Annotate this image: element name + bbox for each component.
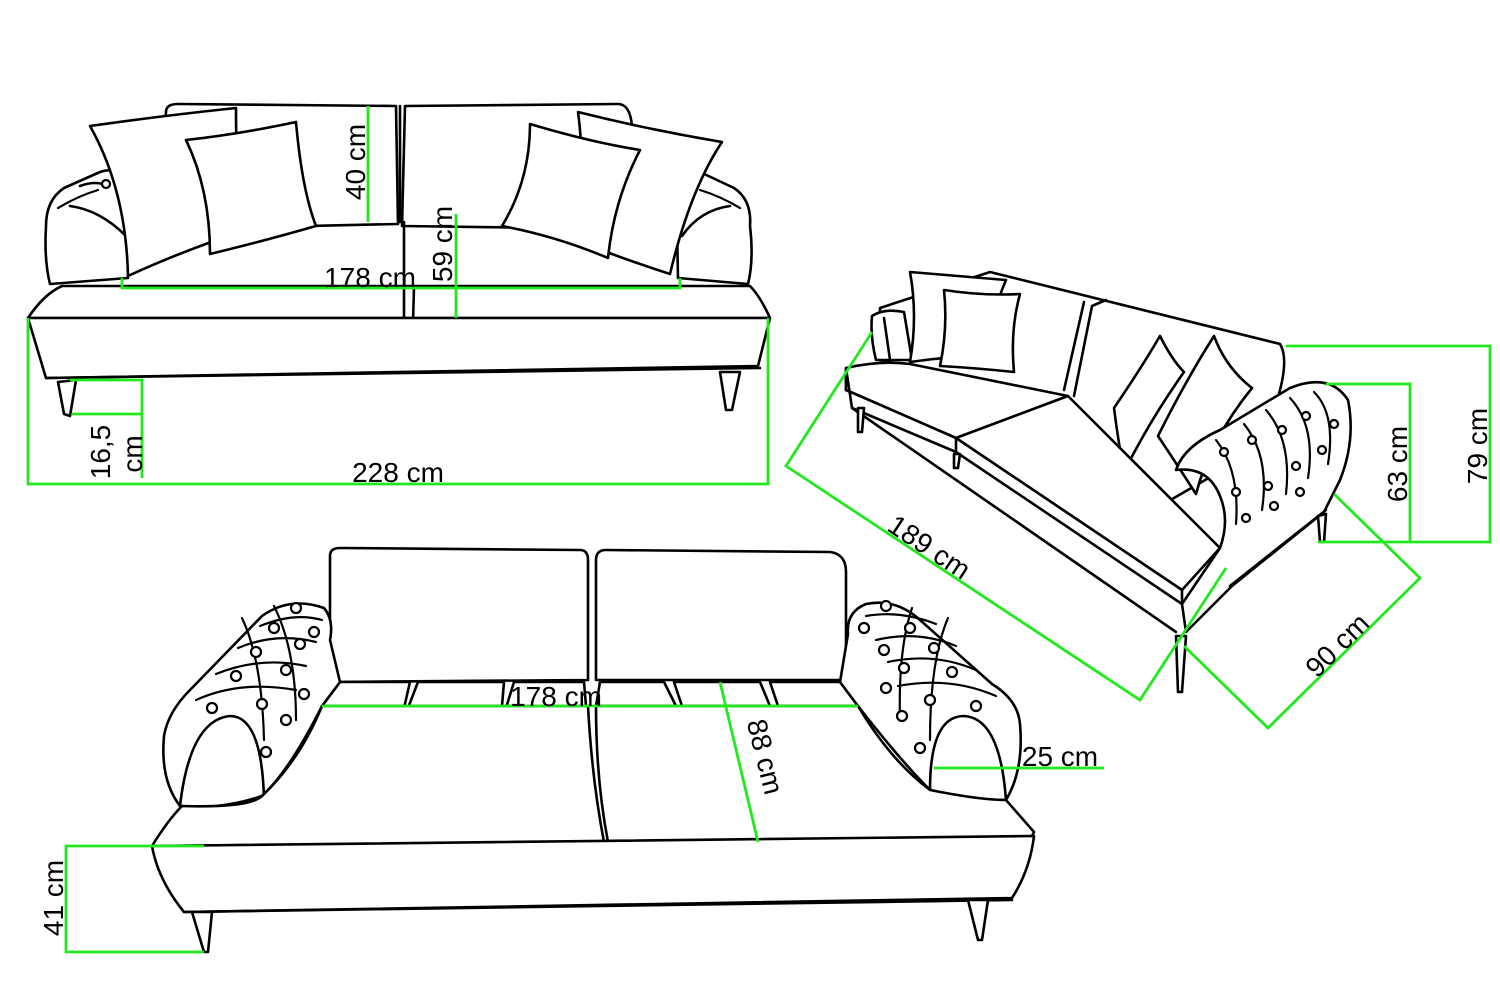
side-left-arm bbox=[870, 309, 914, 362]
side-pillow-2 bbox=[938, 288, 1022, 374]
front-leg-height-num: 16,5 bbox=[85, 425, 116, 480]
top-leg-left bbox=[190, 910, 214, 954]
top-backrest-right bbox=[594, 548, 848, 682]
front-leg-height-dim bbox=[70, 378, 144, 478]
top-front-base bbox=[150, 834, 1036, 914]
side-depth-label: 90 cm bbox=[1299, 607, 1375, 683]
front-seat-width-label: 178 cm bbox=[324, 262, 416, 293]
side-leg-3 bbox=[1316, 512, 1328, 544]
side-front-panel bbox=[844, 366, 1184, 606]
side-total-height-dim bbox=[1286, 344, 1492, 544]
top-seat-height-label: 41 cm bbox=[38, 860, 69, 936]
front-seat-height-label: 59 cm bbox=[427, 206, 458, 282]
top-seat-depth-dim bbox=[718, 681, 760, 843]
side-length-dim bbox=[784, 331, 1228, 702]
side-arm-height-dim bbox=[1318, 382, 1412, 544]
top-seat-width-label: 178 cm bbox=[510, 681, 602, 712]
top-backrest-left bbox=[328, 546, 590, 684]
side-depth-dim bbox=[1183, 492, 1422, 730]
side-total-height-label: 79 cm bbox=[1462, 408, 1493, 484]
front-width-dim bbox=[26, 318, 770, 486]
front-leg-height-unit: cm bbox=[117, 435, 148, 472]
top-view: 178 cm 88 cm 25 cm 41 cm bbox=[38, 546, 1104, 954]
side-arm-height-label: 63 cm bbox=[1382, 426, 1413, 502]
side-leg-1 bbox=[856, 406, 866, 434]
side-pillow-4 bbox=[1156, 334, 1254, 496]
front-width-label: 228 cm bbox=[352, 457, 444, 488]
front-pillow-left-front bbox=[184, 120, 318, 256]
front-leg-right bbox=[718, 370, 742, 412]
front-view: 228 cm 178 cm 40 cm 59 cm 16,5 cm bbox=[26, 102, 772, 488]
top-leg-right bbox=[966, 898, 990, 942]
front-pillow-right-front bbox=[500, 122, 642, 260]
top-seat-left bbox=[150, 704, 606, 848]
front-back-height-label: 40 cm bbox=[340, 124, 371, 200]
front-base bbox=[26, 316, 772, 380]
side-leg-4 bbox=[952, 452, 962, 470]
top-seat-right bbox=[594, 704, 1036, 844]
front-leg-left bbox=[56, 378, 78, 418]
side-length-label: 189 cm bbox=[882, 509, 976, 586]
top-arm-width-label: 25 cm bbox=[1022, 741, 1098, 772]
front-seat-width-dim bbox=[120, 278, 682, 290]
top-seat-height-dim bbox=[64, 844, 204, 954]
